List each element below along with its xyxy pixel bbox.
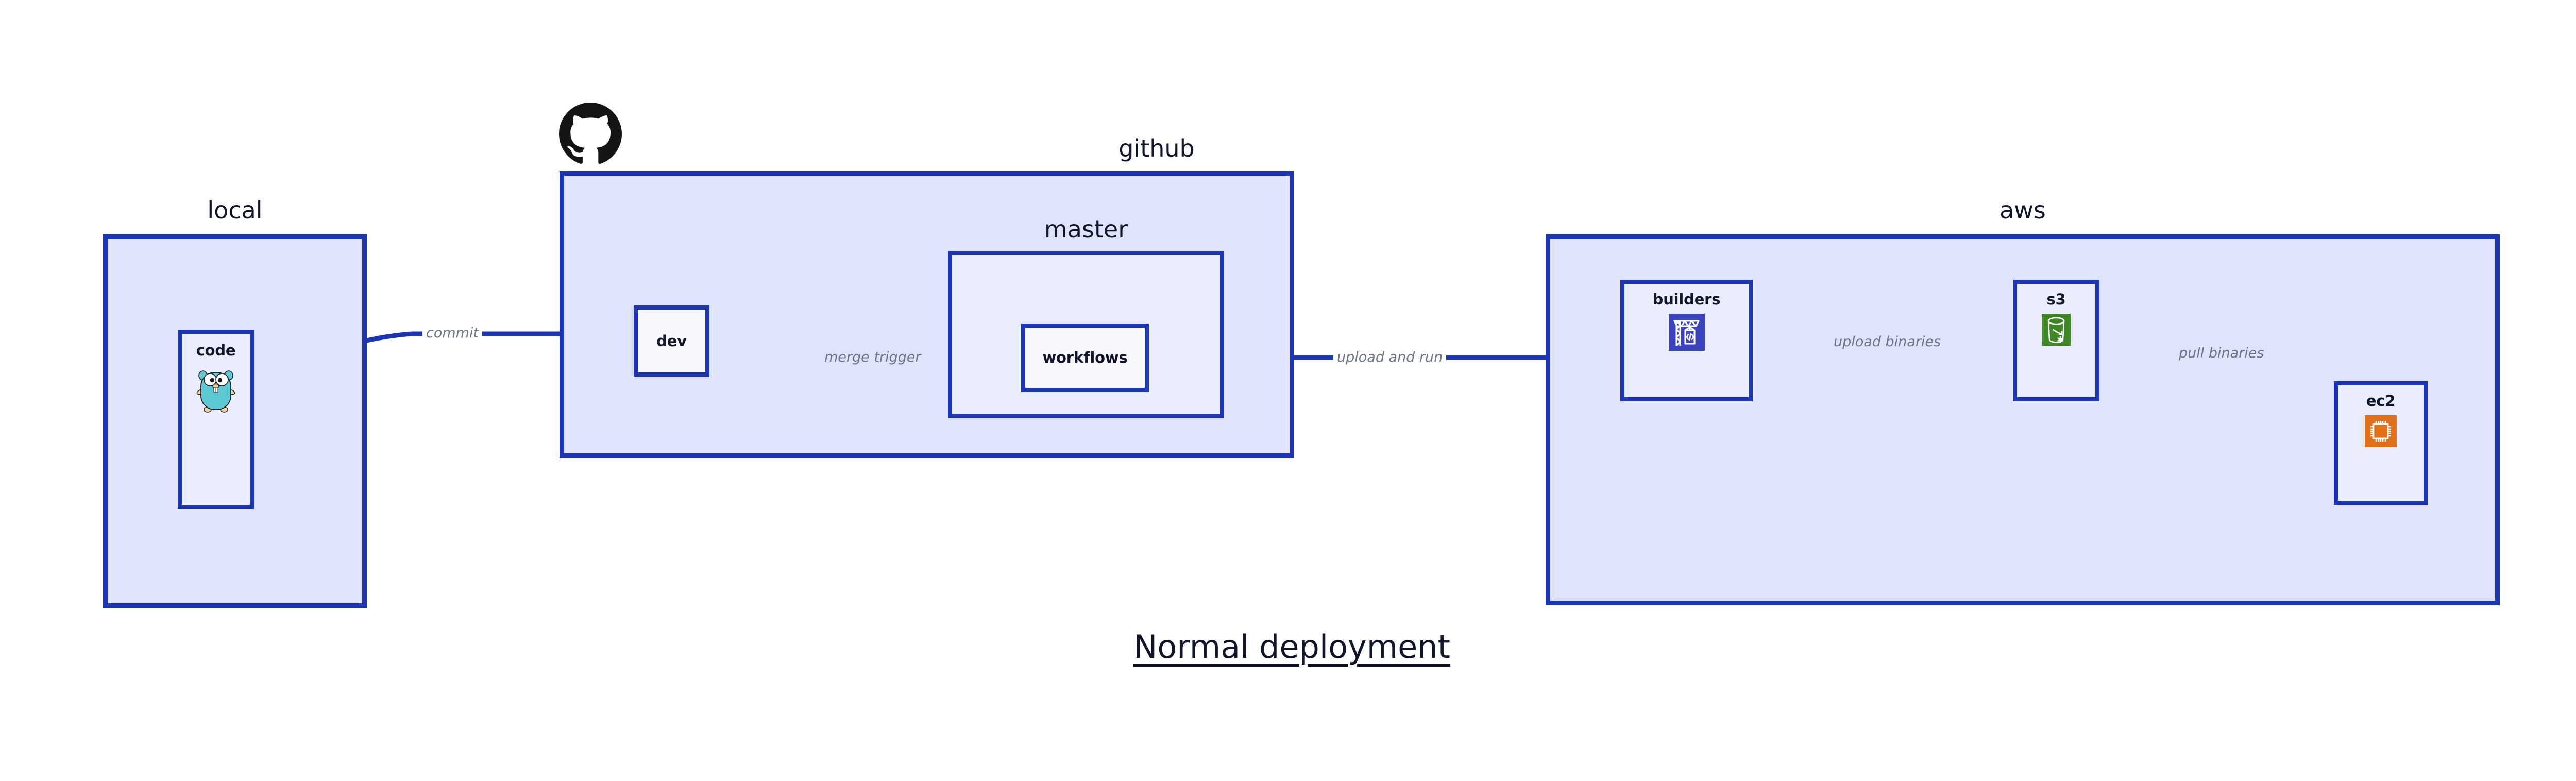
node-ec2[interactable]: ec2: [2334, 381, 2428, 505]
node-s3-label: s3: [2046, 291, 2066, 308]
aws-ec2-chip-icon: [2365, 415, 2397, 450]
node-code-label: code: [196, 342, 236, 359]
node-dev[interactable]: dev: [634, 305, 709, 377]
node-builders-label: builders: [1652, 291, 1721, 308]
edge-label-upload-and-run: upload and run: [1333, 350, 1447, 364]
group-label-master: master: [1044, 215, 1128, 243]
golang-gopher-icon: [196, 365, 235, 415]
edge-label-merge-trigger: merge trigger: [821, 350, 925, 364]
aws-codebuild-icon: [1668, 314, 1705, 353]
node-workflows[interactable]: workflows: [1021, 324, 1149, 392]
edge-label-upload-binaries: upload binaries: [1830, 335, 1945, 349]
diagram-title: Normal deployment: [1133, 628, 1450, 666]
github-octocat-logo: [559, 102, 622, 166]
group-label-github: github: [1118, 134, 1195, 162]
node-builders[interactable]: builders: [1620, 280, 1753, 401]
node-code[interactable]: code: [178, 330, 254, 509]
group-label-aws: aws: [1999, 196, 2046, 224]
node-s3[interactable]: s3: [2013, 280, 2099, 401]
aws-s3-bucket-icon: [2042, 314, 2071, 348]
group-label-local: local: [207, 196, 263, 224]
edge-label-commit: commit: [422, 326, 483, 340]
node-ec2-label: ec2: [2366, 392, 2396, 410]
node-dev-label: dev: [656, 332, 687, 350]
node-workflows-label: workflows: [1042, 349, 1128, 366]
edge-label-pull-binaries: pull binaries: [2175, 346, 2268, 360]
